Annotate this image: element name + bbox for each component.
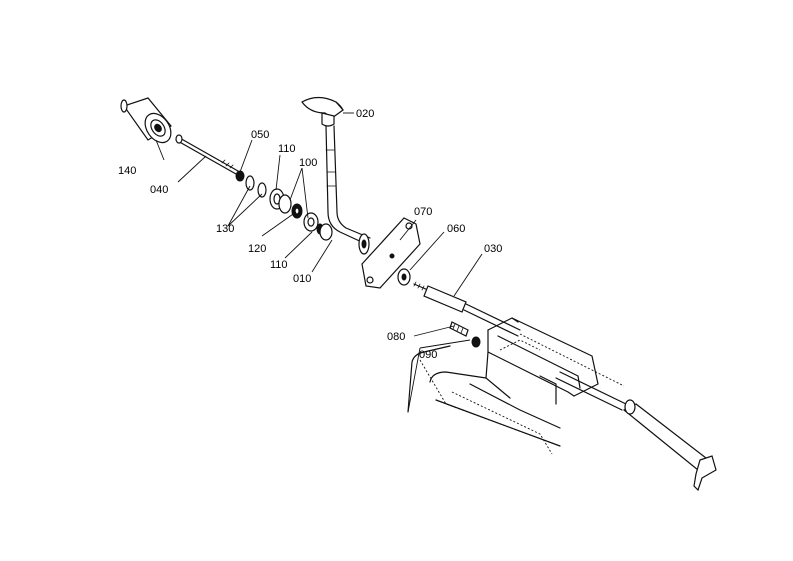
frame-housing [407,317,599,455]
part-070-plate [361,217,421,289]
label-060: 060 [447,223,465,235]
part-110-bearing-upper [269,188,292,214]
label-020: 020 [356,108,374,120]
label-070: 070 [414,206,432,218]
part-060-washer [397,268,411,286]
part-080-bolt [449,321,469,337]
part-050-nut [235,170,245,182]
label-140: 140 [118,165,136,177]
part-030-shaft [413,281,521,337]
part-040-rod [175,134,239,175]
label-120: 120 [248,243,266,255]
part-120-ring [291,203,303,219]
long-rod-end-fitting [519,333,717,492]
label-090: 090 [419,349,437,361]
part-020-knob [301,96,344,127]
label-110-upper: 110 [278,143,296,155]
label-130: 130 [216,223,234,235]
part-140-grip-sleeve [120,97,172,144]
label-040: 040 [150,184,168,196]
label-110-lower: 110 [270,259,288,271]
leader-lines [155,112,483,413]
part-090-nut [471,336,481,348]
label-100: 100 [299,157,317,169]
part-010-lever [319,125,371,255]
label-010: 010 [293,273,311,285]
label-080: 080 [387,331,405,343]
part-130-washers [245,175,267,198]
label-050: 050 [251,129,269,141]
label-030: 030 [484,243,502,255]
